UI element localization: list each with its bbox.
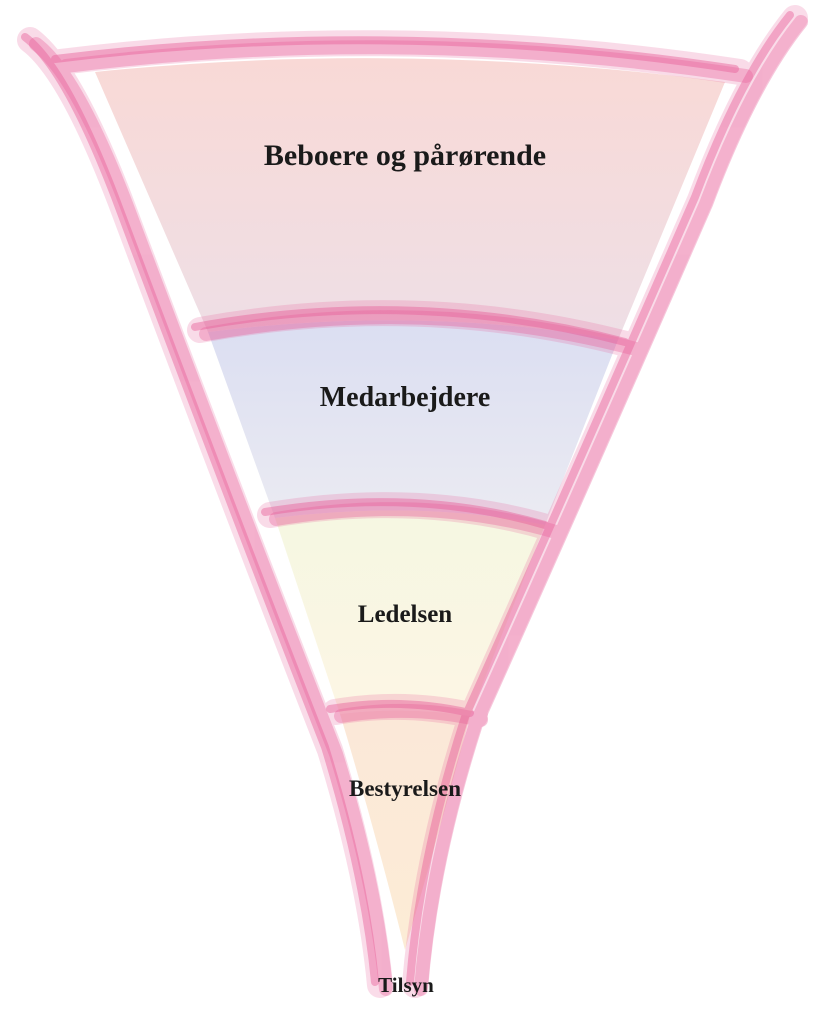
- layer-fill-medarbejdere: [208, 320, 618, 525]
- outline-top-edge: [47, 30, 753, 85]
- bottom-label-tilsyn: Tilsyn: [378, 973, 434, 997]
- outline-right-edge-3: [406, 11, 794, 986]
- divider-3-2: [334, 703, 488, 727]
- funnel-outline: [17, 5, 808, 998]
- divider-1-3: [191, 306, 629, 346]
- outline-left-edge: [17, 27, 393, 998]
- layer-fill-bestyrelsen: [340, 710, 470, 950]
- outline-top-edge-3: [51, 36, 739, 73]
- outline-left-edge-3: [21, 33, 379, 986]
- outline-right-edge: [402, 5, 808, 998]
- outline-right-edge-2: [414, 15, 808, 996]
- outline-left-edge-2: [29, 37, 393, 996]
- layer-fill-ledelsen: [275, 510, 545, 716]
- outline-top-edge-2: [59, 40, 753, 83]
- layer-fill-beboere: [95, 58, 725, 340]
- layer-label-beboere: Beboere og pårørende: [264, 139, 546, 172]
- divider-1: [187, 300, 643, 358]
- layer-label-bestyrelsen: Bestyrelsen: [349, 776, 461, 801]
- divider-3: [322, 693, 488, 729]
- divider-1-2: [199, 310, 643, 356]
- layer-label-ledelsen: Ledelsen: [358, 601, 453, 628]
- divider-2-3: [261, 498, 549, 529]
- divider-2-2: [269, 502, 563, 539]
- divider-3-3: [326, 699, 474, 717]
- layer-label-medarbejdere: Medarbejdere: [320, 382, 491, 413]
- divider-2: [257, 492, 563, 541]
